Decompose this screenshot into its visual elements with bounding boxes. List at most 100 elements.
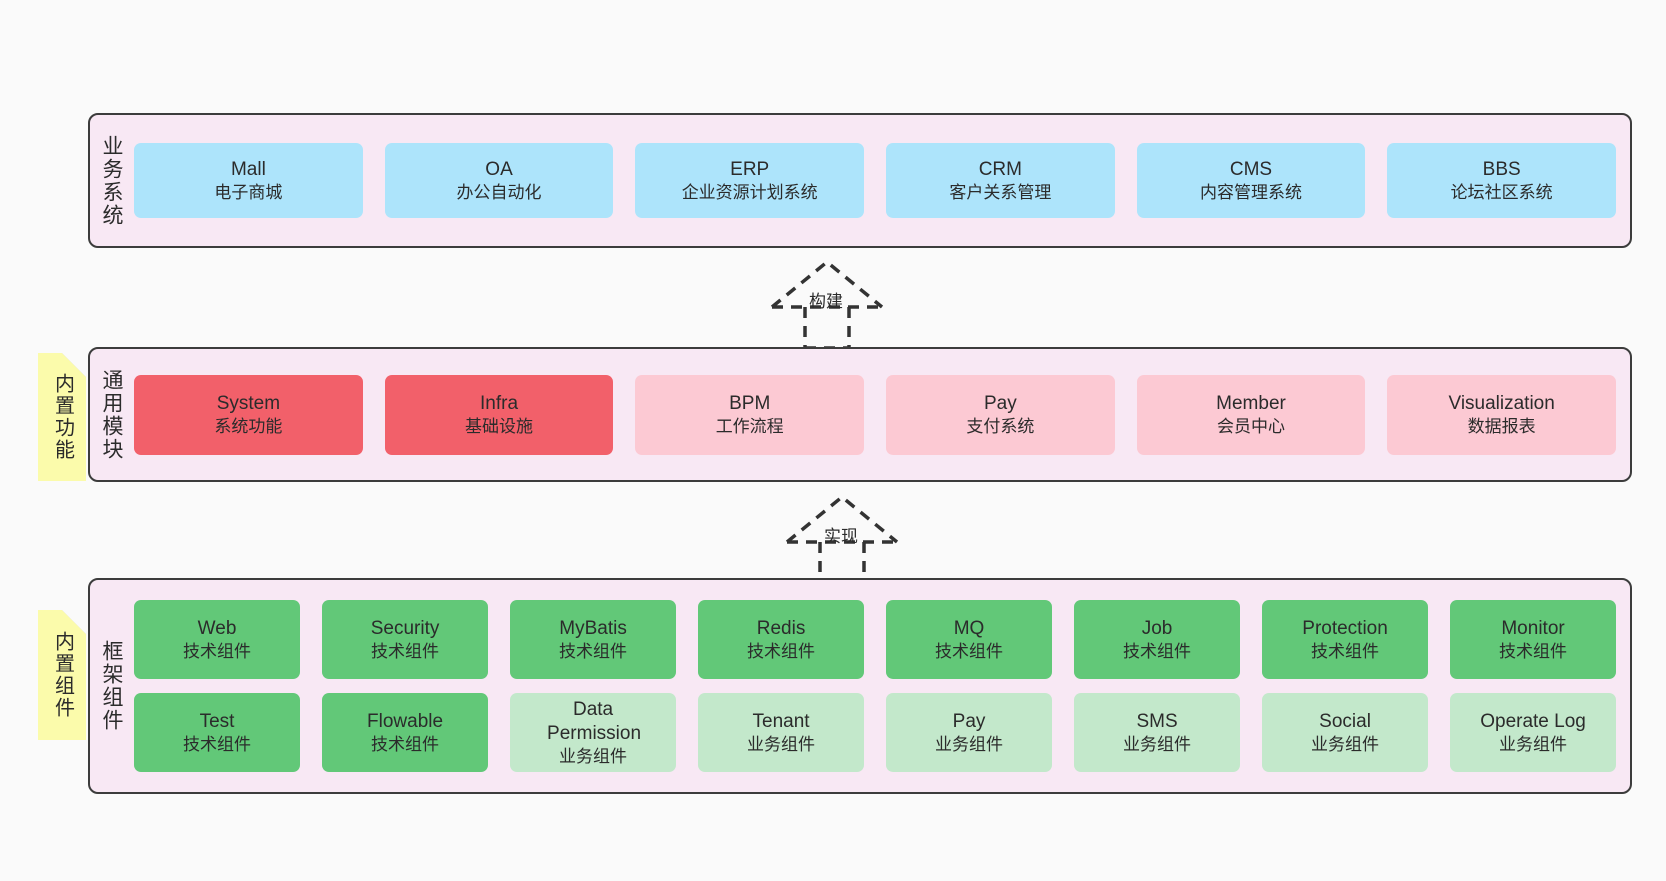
- node-bpm[interactable]: BPM 工作流程: [635, 374, 865, 455]
- layer-title-business-system: 业务系统: [100, 134, 124, 227]
- note-text: 内置功能: [51, 373, 74, 461]
- node-subtitle: 会员中心: [1217, 416, 1285, 436]
- node-system[interactable]: System 系统功能: [134, 374, 363, 455]
- node-social[interactable]: Social 业务组件: [1262, 693, 1429, 772]
- node-title: Web: [197, 618, 237, 639]
- node-subtitle: 技术组件: [1123, 641, 1192, 661]
- node-subtitle: 技术组件: [371, 734, 440, 754]
- node-data-permission[interactable]: Data Permission 业务组件: [510, 693, 677, 772]
- node-title: Protection: [1302, 618, 1388, 639]
- node-cms[interactable]: CMS 内容管理系统: [1136, 143, 1366, 218]
- layer-title-framework-component: 框架组件: [100, 640, 124, 732]
- node-test[interactable]: Test 技术组件: [134, 693, 301, 772]
- node-subtitle: 业务组件: [1311, 734, 1380, 754]
- node-subtitle: 工作流程: [715, 416, 784, 436]
- node-title: Member: [1216, 393, 1286, 414]
- node-title: MQ: [953, 618, 985, 639]
- node-title: CMS: [1229, 159, 1273, 180]
- note-builtin-component[interactable]: 内置组件: [38, 610, 86, 740]
- node-subtitle: 数据报表: [1467, 416, 1536, 436]
- node-subtitle: 业务组件: [1123, 734, 1192, 754]
- node-title: Flowable: [367, 711, 444, 732]
- node-title: Pay: [983, 393, 1017, 414]
- node-infra[interactable]: Infra 基础设施: [384, 374, 614, 455]
- layer-framework-component[interactable]: 框架组件 Web 技术组件 Security 技术组件 MyBatis 技术组件…: [88, 578, 1632, 794]
- node-title: Social: [1319, 711, 1371, 732]
- node-bbs[interactable]: BBS 论坛社区系统: [1387, 143, 1616, 218]
- node-subtitle: 技术组件: [935, 641, 1004, 661]
- node-subtitle: 业务组件: [1499, 734, 1568, 754]
- node-crm[interactable]: CRM 客户关系管理: [886, 143, 1115, 218]
- connector-implement-label: 实现: [824, 527, 858, 546]
- node-subtitle: 内容管理系统: [1200, 182, 1302, 202]
- node-subtitle: 技术组件: [371, 641, 440, 661]
- node-subtitle: 业务组件: [935, 734, 1004, 754]
- node-subtitle: 系统功能: [214, 416, 283, 436]
- node-title: Operate Log: [1480, 711, 1586, 732]
- node-title: BBS: [1482, 159, 1521, 180]
- node-sms[interactable]: SMS 业务组件: [1074, 693, 1241, 772]
- node-subtitle: 基础设施: [465, 416, 534, 436]
- node-title: Security: [370, 618, 440, 639]
- note-text: 内置组件: [51, 631, 74, 719]
- node-operate-log[interactable]: Operate Log 业务组件: [1450, 693, 1617, 772]
- node-mall[interactable]: Mall 电子商城: [134, 143, 363, 218]
- node-subtitle: 支付系统: [966, 416, 1035, 436]
- note-fold-mask-icon: [62, 353, 86, 377]
- layer-business-system[interactable]: 业务系统 Mall 电子商城 OA 办公自动化 ERP 企业资源计划系统 CRM…: [88, 113, 1632, 248]
- node-oa[interactable]: OA 办公自动化: [384, 143, 614, 218]
- node-subtitle: 技术组件: [183, 734, 252, 754]
- node-title: Infra: [480, 393, 519, 414]
- node-member[interactable]: Member 会员中心: [1136, 374, 1366, 455]
- node-security[interactable]: Security 技术组件: [322, 600, 489, 679]
- node-title: MyBatis: [559, 618, 627, 639]
- node-subtitle: 技术组件: [559, 641, 628, 661]
- note-fold-mask-icon: [62, 610, 86, 634]
- node-web[interactable]: Web 技术组件: [134, 600, 301, 679]
- node-title: Test: [199, 711, 235, 732]
- node-title: Job: [1141, 618, 1173, 639]
- node-title: Tenant: [752, 711, 810, 732]
- node-title: SMS: [1136, 711, 1178, 732]
- connector-build: 构建: [755, 255, 915, 350]
- node-row: Mall 电子商城 OA 办公自动化 ERP 企业资源计划系统 CRM 客户关系…: [134, 143, 1616, 218]
- node-pay-component[interactable]: Pay 业务组件: [886, 693, 1053, 772]
- layer-common-module[interactable]: 通用模块 System 系统功能 Infra 基础设施 BPM 工作流程 Pay…: [88, 347, 1632, 482]
- note-builtin-function[interactable]: 内置功能: [38, 353, 86, 481]
- node-job[interactable]: Job 技术组件: [1074, 600, 1241, 679]
- layer-body-business-system: Mall 电子商城 OA 办公自动化 ERP 企业资源计划系统 CRM 客户关系…: [130, 115, 1630, 246]
- layer-title-common-module: 通用模块: [100, 368, 124, 461]
- node-monitor[interactable]: Monitor 技术组件: [1450, 600, 1617, 679]
- node-subtitle: 电子商城: [214, 182, 283, 202]
- node-redis[interactable]: Redis 技术组件: [698, 600, 865, 679]
- node-mybatis[interactable]: MyBatis 技术组件: [510, 600, 677, 679]
- node-title: Data Permission: [547, 699, 642, 744]
- node-title: Redis: [756, 618, 806, 639]
- node-pay-module[interactable]: Pay 支付系统: [886, 374, 1115, 455]
- node-subtitle: 企业资源计划系统: [681, 182, 818, 202]
- node-subtitle: 论坛社区系统: [1450, 182, 1553, 202]
- node-subtitle: 技术组件: [1311, 641, 1380, 661]
- layer-body-common-module: System 系统功能 Infra 基础设施 BPM 工作流程 Pay 支付系统…: [130, 349, 1630, 480]
- connector-implement: 实现: [770, 490, 930, 585]
- connector-build-label: 构建: [809, 292, 843, 311]
- node-title: Mall: [230, 159, 266, 180]
- node-subtitle: 业务组件: [559, 746, 628, 766]
- node-tenant[interactable]: Tenant 业务组件: [698, 693, 865, 772]
- node-subtitle: 技术组件: [747, 641, 816, 661]
- node-row: System 系统功能 Infra 基础设施 BPM 工作流程 Pay 支付系统…: [134, 374, 1616, 455]
- node-title: ERP: [730, 159, 770, 180]
- node-erp[interactable]: ERP 企业资源计划系统: [635, 143, 865, 218]
- node-protection[interactable]: Protection 技术组件: [1262, 600, 1429, 679]
- node-row-business: Test 技术组件 Flowable 技术组件 Data Permission …: [134, 693, 1617, 772]
- node-visualization[interactable]: Visualization 数据报表: [1387, 374, 1616, 455]
- node-mq[interactable]: MQ 技术组件: [886, 600, 1053, 679]
- node-subtitle: 业务组件: [747, 734, 816, 754]
- node-title: Monitor: [1501, 618, 1565, 639]
- node-row-technical: Web 技术组件 Security 技术组件 MyBatis 技术组件 Redi…: [134, 600, 1617, 679]
- node-flowable[interactable]: Flowable 技术组件: [322, 693, 489, 772]
- node-subtitle: 客户关系管理: [949, 182, 1052, 202]
- node-subtitle: 技术组件: [1499, 641, 1568, 661]
- node-title: Pay: [952, 711, 986, 732]
